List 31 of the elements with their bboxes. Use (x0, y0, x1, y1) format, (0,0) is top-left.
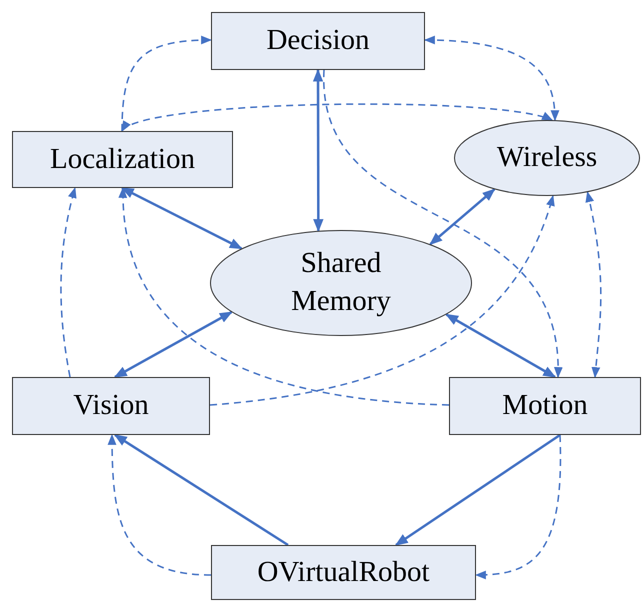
arrow (60, 186, 77, 378)
arrow (121, 103, 554, 132)
arrow (121, 36, 212, 132)
process-box (211, 545, 476, 600)
ellipse-node (210, 230, 472, 336)
process-box (12, 131, 233, 188)
ellipse-node (454, 120, 640, 196)
node-label: Vision (73, 388, 149, 424)
node-label: Decision (266, 23, 370, 58)
node-label: Shared Memory (290, 246, 392, 319)
node-label: Wireless (496, 140, 598, 176)
arrow (474, 434, 562, 580)
arrow (323, 70, 562, 378)
node-label: Motion (502, 388, 588, 424)
arrow (120, 186, 243, 250)
arrow (119, 186, 450, 406)
arrow (114, 311, 233, 378)
arrow (585, 191, 602, 378)
arrow (108, 434, 212, 576)
arrow (210, 194, 554, 406)
process-box (211, 12, 425, 70)
arrow (312, 68, 324, 232)
node-label: Localization (50, 142, 195, 177)
arrow (424, 36, 560, 122)
process-box (12, 377, 210, 435)
arrow (114, 434, 289, 546)
arrow (445, 313, 556, 378)
arrow (394, 434, 561, 546)
arrow (429, 188, 496, 246)
node-label: OVirtualRobot (257, 554, 430, 590)
process-box (449, 377, 641, 435)
